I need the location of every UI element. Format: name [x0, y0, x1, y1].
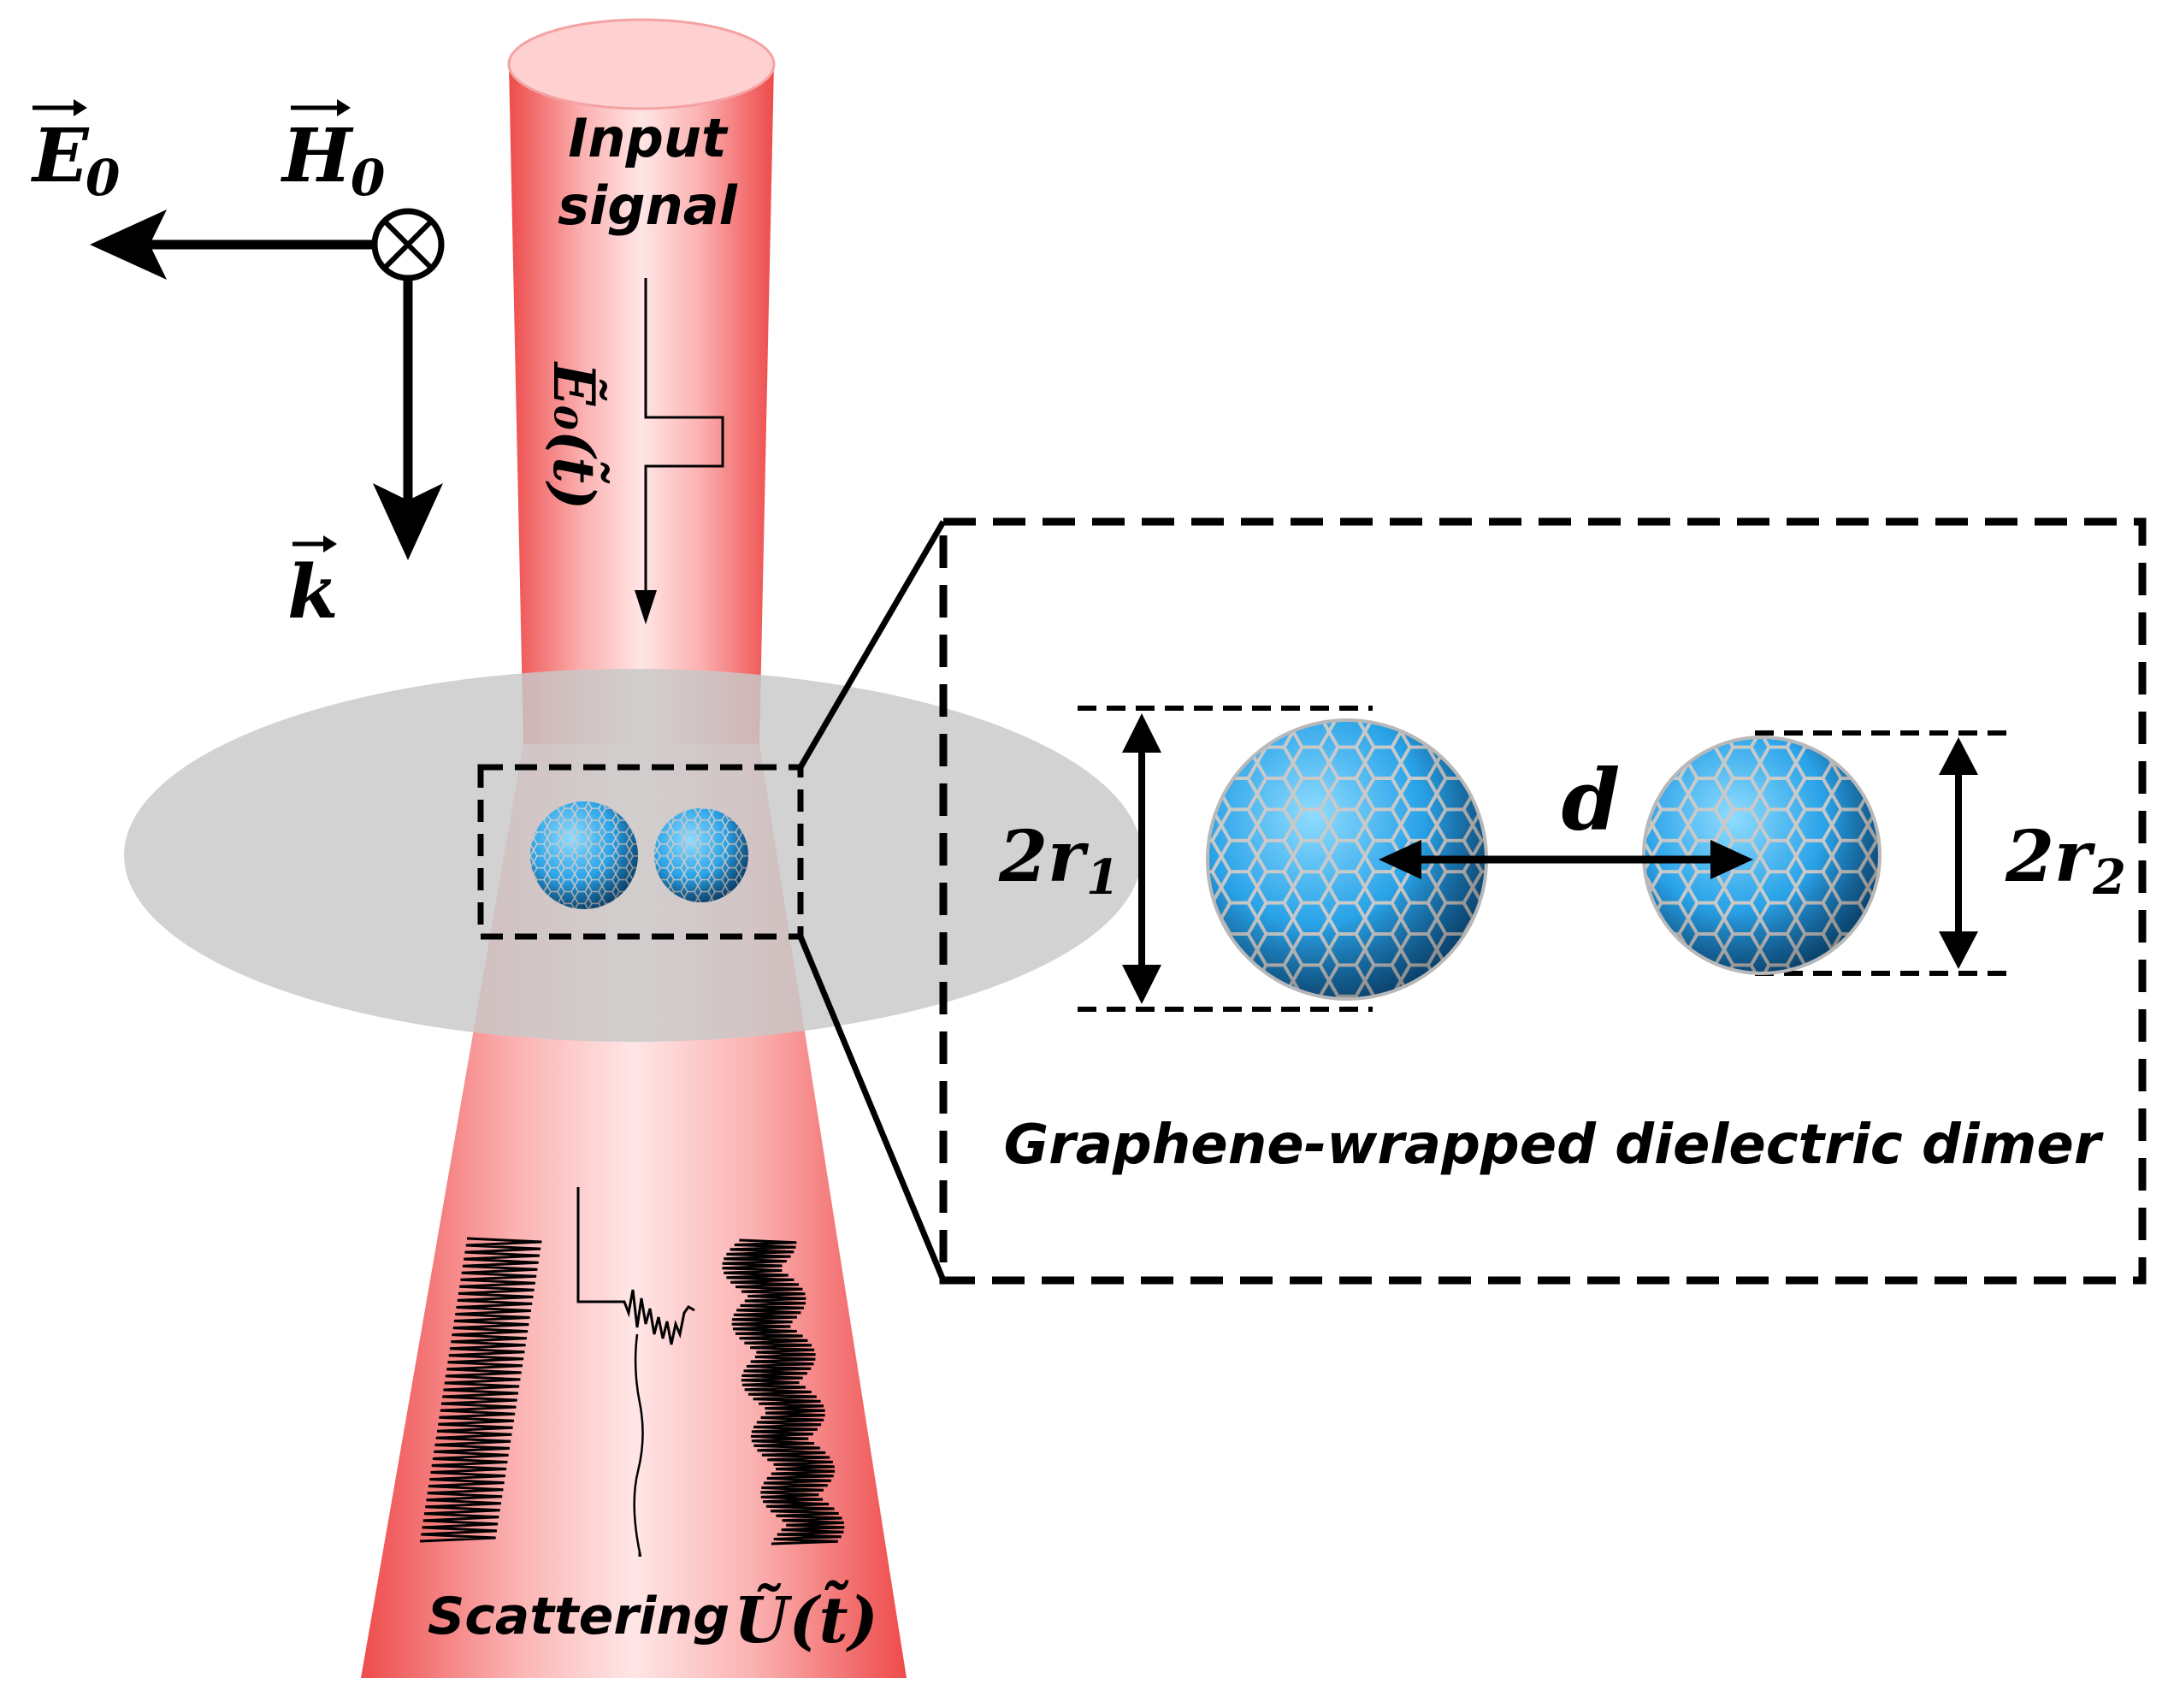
- input-pulse-waveform: [644, 278, 724, 590]
- h-field-label: H 0: [280, 99, 385, 207]
- scattering-label: Scattering: [428, 1587, 730, 1646]
- svg-text:0: 0: [351, 149, 385, 207]
- radius2-label: 2r 2: [2005, 816, 2126, 906]
- output-wave-right: [722, 1238, 845, 1545]
- radius1-label: 2r 1: [998, 816, 1119, 906]
- svg-text:k: k: [287, 549, 339, 635]
- zoom-source-box: [477, 764, 804, 940]
- k-vector-arrowhead: [373, 483, 443, 560]
- svg-text:1: 1: [1086, 849, 1119, 906]
- large-sphere-2: [1642, 736, 1881, 975]
- output-signal-label: Ũ(t̃): [734, 1580, 878, 1658]
- beam-top-cap: [507, 18, 776, 110]
- input-pulse-arrowhead: [635, 590, 657, 624]
- e-field-arrowhead: [90, 210, 167, 280]
- scattered-waveforms: [419, 1187, 845, 1557]
- input-signal-label-line1: Input: [568, 107, 729, 169]
- input-pulse: Ẽ₀(t̃): [541, 278, 724, 624]
- field-vectors: E 0 H 0 k: [30, 99, 445, 635]
- small-dimer: [530, 801, 748, 909]
- input-pulse-label: Ẽ₀(t̃): [541, 361, 609, 510]
- svg-text:2: 2: [2092, 849, 2126, 906]
- dimer-inset: d 2r 1 2r 2 Graphene-wrapped dielectric …: [939, 517, 2147, 1285]
- svg-text:2r: 2r: [998, 816, 1090, 898]
- svg-text:0: 0: [86, 149, 120, 207]
- svg-text:E: E: [30, 113, 90, 199]
- k-vector-label: k: [287, 535, 339, 635]
- distance-label: d: [1562, 752, 1621, 850]
- input-signal-label-line2: signal: [558, 174, 738, 237]
- svg-text:2r: 2r: [2005, 816, 2096, 898]
- svg-text:H: H: [280, 113, 354, 199]
- e-field-label: E 0: [30, 99, 120, 207]
- inset-dashed-frame: [939, 517, 2147, 1285]
- input-beam-column: [509, 64, 774, 744]
- output-impulse-waveform: [576, 1187, 695, 1345]
- zoom-line-top: [797, 520, 947, 769]
- inset-caption: Graphene-wrapped dielectric dimer: [1004, 1114, 2104, 1177]
- output-wave-left: [419, 1237, 542, 1543]
- zoom-line-bottom: [797, 935, 947, 1282]
- large-sphere-1: [1206, 718, 1488, 1001]
